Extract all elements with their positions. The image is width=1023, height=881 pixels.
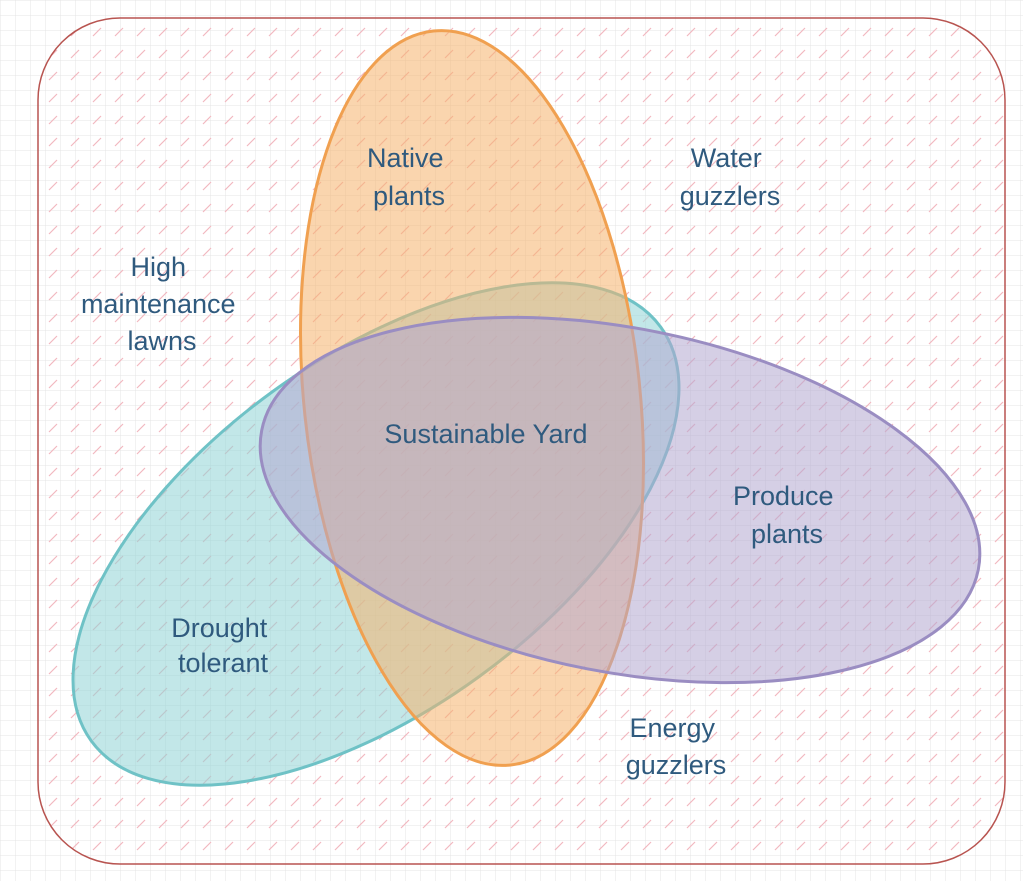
label-produce-plants: Produce plants bbox=[733, 481, 841, 549]
label-high-maintenance-lawns: High maintenance lawns bbox=[81, 252, 243, 356]
ellipse-produce-plants[interactable] bbox=[229, 262, 1011, 739]
label-drought-tolerant: Drought tolerant bbox=[171, 613, 275, 678]
label-native-plants: Native plants bbox=[367, 143, 451, 211]
label-water-guzzlers: Water guzzlers bbox=[680, 143, 781, 211]
label-energy-guzzlers: Energy guzzlers bbox=[626, 713, 727, 780]
label-sustainable-yard: Sustainable Yard bbox=[384, 419, 587, 449]
